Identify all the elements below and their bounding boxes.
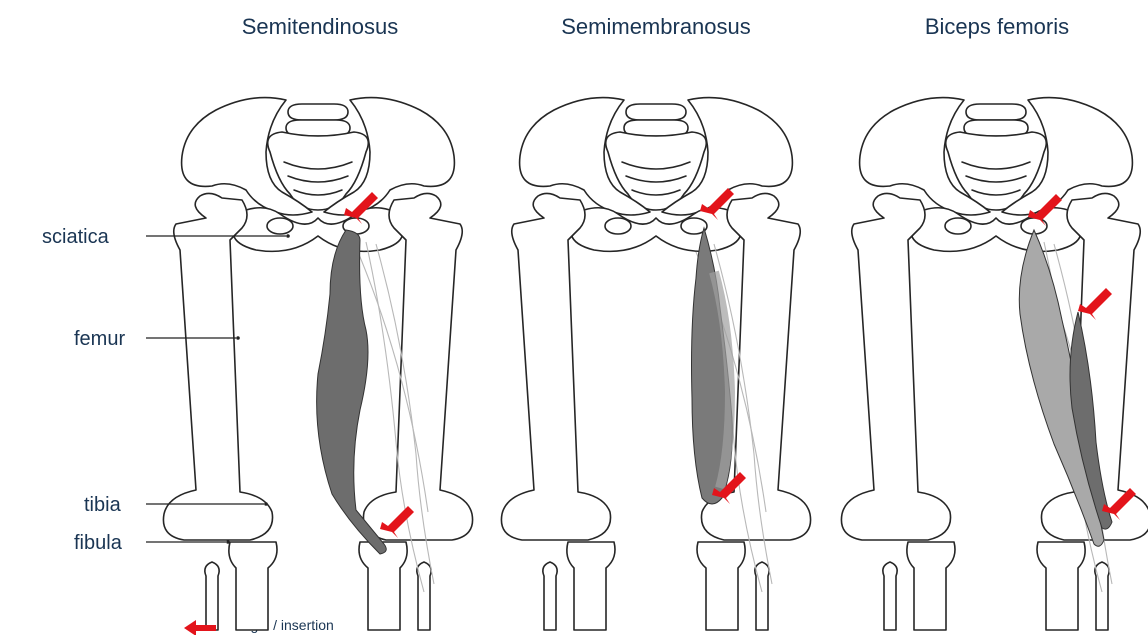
panel-semimembranosus bbox=[501, 98, 810, 630]
panel-biceps-femoris bbox=[841, 98, 1148, 630]
panel-semitendinosus bbox=[163, 98, 472, 630]
